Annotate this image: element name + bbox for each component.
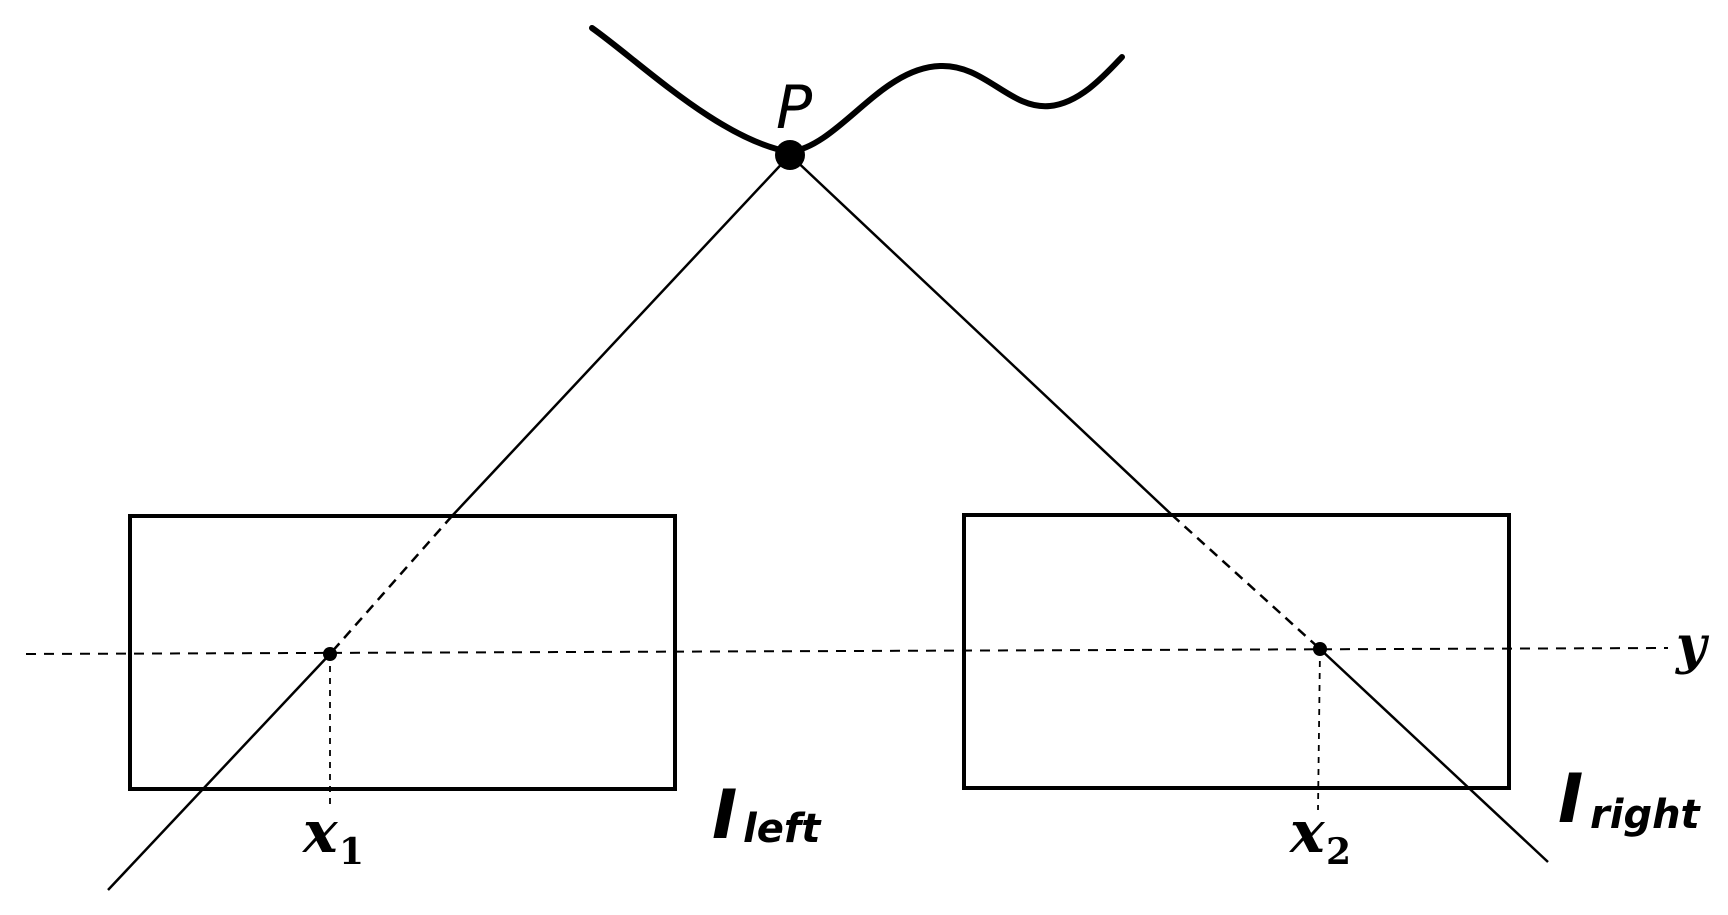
right-image-label: I [1558,760,1583,839]
x2-label: x [1288,798,1326,866]
x2-projection-line [1317,648,1321,811]
left-image-label-subscript: left [743,806,822,852]
right-ray-upper [789,154,1173,516]
epipolar-line-y [25,647,1669,655]
right-image-label-subscript: right [1590,792,1702,838]
left-ray-upper [451,154,791,517]
axis-y-label: y [1675,615,1710,676]
left-image-label: I [712,776,737,855]
surface-curve [589,25,1125,156]
left-ray-lower [107,653,331,891]
x1-label-subscript: 1 [339,831,364,873]
point-p-dot [775,140,805,170]
left-ray-dashed [329,515,453,655]
x1-point-dot [323,647,337,661]
x2-label-subscript: 2 [1326,831,1351,873]
x2-point-dot [1313,642,1327,656]
right-ray-lower [1319,648,1549,863]
right-ray-dashed [1171,514,1321,650]
point-p-label: P [776,73,813,143]
right-image-plane [962,513,1511,790]
x1-label: x [301,798,339,866]
